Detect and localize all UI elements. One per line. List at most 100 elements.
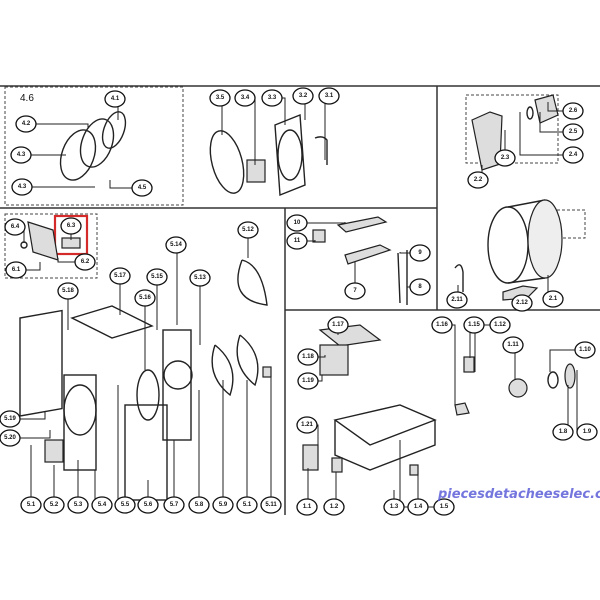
callout-text: 1.1 [303, 504, 312, 510]
callout-text: 8 [418, 284, 422, 290]
callout-text: 6.3 [67, 223, 76, 229]
callout-9: 9 [409, 244, 431, 262]
callout-text: 7 [353, 288, 357, 294]
label-4-6: 4.6 [20, 93, 34, 104]
part-drawings [19, 94, 576, 501]
callout-2-6: 2.6 [562, 102, 584, 120]
callout-bubble [0, 429, 21, 447]
callout-4-3: 4.3 [11, 178, 33, 196]
leader-line [442, 324, 456, 405]
callout-1-5: 1.5 [433, 498, 455, 516]
callout-5-2: 5.2 [43, 496, 65, 514]
callout-text: 5.15 [151, 274, 163, 280]
callout-bubble [209, 89, 231, 107]
callout-text: 11 [294, 238, 301, 244]
callout-bubble [43, 496, 65, 514]
callout-2-5: 2.5 [562, 123, 584, 141]
callout-text: 2.4 [569, 152, 578, 158]
callout-text: 3.2 [299, 93, 308, 99]
callout-5-6: 5.6 [137, 496, 159, 514]
callout-1-9: 1.9 [576, 423, 598, 441]
callout-1-17: 1.17 [327, 316, 349, 334]
callout-bubble [433, 498, 455, 516]
callout-bubble [489, 316, 511, 334]
callout-bubble [146, 268, 168, 286]
callout-text: 1.10 [579, 347, 591, 353]
leader-line [519, 112, 573, 156]
callout-5-13: 5.13 [189, 269, 211, 287]
callout-text: 2.6 [569, 108, 578, 114]
callout-2-2: 2.2 [467, 171, 489, 189]
callout-11: 11 [286, 232, 308, 250]
callout-4-3: 4.3 [10, 146, 32, 164]
callout-text: 2.2 [474, 177, 483, 183]
callout-bubble [188, 496, 210, 514]
callout-text: 1.16 [436, 322, 448, 328]
leader-line [297, 222, 346, 224]
callout-bubble [502, 336, 524, 354]
callout-bubble [57, 282, 79, 300]
callout-1-16: 1.16 [431, 316, 453, 334]
callout-1-11: 1.11 [502, 336, 524, 354]
callout-5-19: 5.19 [0, 410, 21, 428]
callout-2-3: 2.3 [494, 149, 516, 167]
callout-text: 5.11 [265, 502, 277, 508]
callout-bubble [552, 423, 574, 441]
callout-bubble [10, 146, 32, 164]
leader-line [576, 370, 587, 433]
callout-4-5: 4.5 [131, 179, 153, 197]
callout-5-17: 5.17 [109, 267, 131, 285]
callout-bubble [409, 244, 431, 262]
callout-text: 1.17 [332, 322, 344, 328]
callout-3-4: 3.4 [234, 89, 256, 107]
callout-bubble [15, 115, 37, 133]
callout-text: 5.9 [219, 502, 228, 508]
callout-bubble [511, 294, 533, 312]
callout-bubble [344, 282, 366, 300]
leader-line [245, 97, 256, 165]
callout-text: 2.11 [451, 297, 463, 303]
leader-line [10, 412, 46, 420]
callout-bubble [91, 496, 113, 514]
callout-2-12: 2.12 [511, 294, 533, 312]
callout-text: 2.1 [549, 296, 558, 302]
callout-text: 5.1 [27, 502, 36, 508]
callout-5-1: 5.1 [236, 496, 258, 514]
callout-bubble [323, 498, 345, 516]
callout-bubble [463, 316, 485, 334]
callout-text: 4.1 [111, 96, 120, 102]
callout-7: 7 [344, 282, 366, 300]
callout-bubble [383, 498, 405, 516]
callout-text: 5.6 [144, 502, 153, 508]
callout-bubble [137, 496, 159, 514]
callout-2-1: 2.1 [542, 290, 564, 308]
callout-6-3: 6.3 [60, 217, 82, 235]
callout-text: 1.12 [494, 322, 506, 328]
callout-2-4: 2.4 [562, 146, 584, 164]
callout-text: 2.3 [501, 155, 510, 161]
leader-line [109, 180, 142, 189]
callout-bubble [446, 291, 468, 309]
callout-text: 1.18 [302, 354, 314, 360]
callout-5-16: 5.16 [134, 289, 156, 307]
callout-text: 3.3 [268, 95, 277, 101]
callout-1-1: 1.1 [296, 498, 318, 516]
callout-text: 5.3 [74, 502, 83, 508]
callout-text: 5.1 [243, 502, 252, 508]
callout-bubble [562, 123, 584, 141]
callout-bubble [467, 171, 489, 189]
callout-bubble [60, 217, 82, 235]
callout-5-18: 5.18 [57, 282, 79, 300]
callout-bubble [327, 316, 349, 334]
callout-1-12: 1.12 [489, 316, 511, 334]
callout-bubble [109, 267, 131, 285]
leader-line [117, 385, 125, 506]
callout-bubble [574, 341, 596, 359]
callout-text: 6.1 [12, 267, 21, 273]
callout-4-2: 4.2 [15, 115, 37, 133]
callout-bubble [297, 372, 319, 390]
callout-bubble [67, 496, 89, 514]
